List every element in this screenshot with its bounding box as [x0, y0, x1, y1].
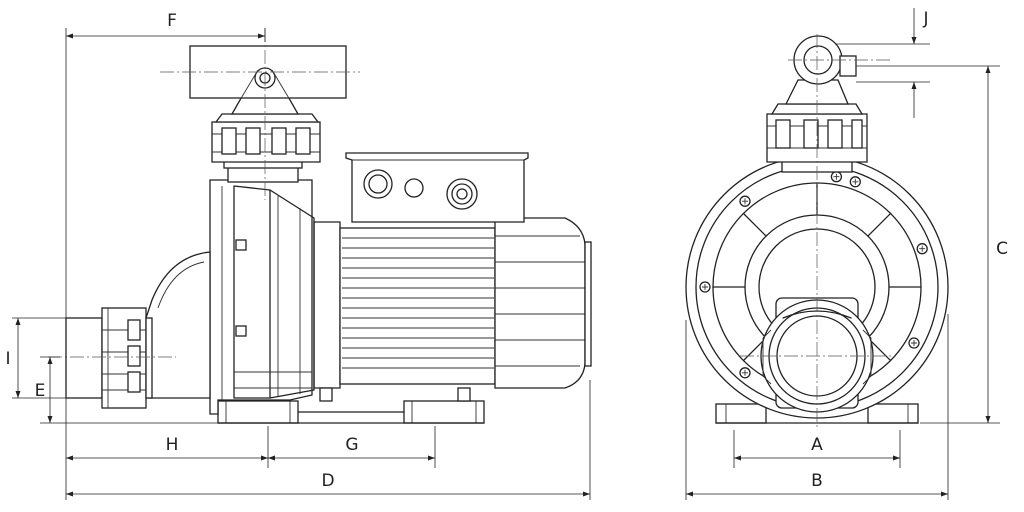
- front-base: [715, 403, 919, 424]
- label-D: D: [321, 471, 334, 491]
- dimensions: F H G D I E A B C J: [5, 8, 1008, 500]
- pump-housing: [145, 179, 315, 415]
- label-C: C: [996, 239, 1008, 259]
- label-A: A: [811, 435, 823, 455]
- label-H: H: [166, 435, 179, 455]
- terminal-box: [345, 152, 529, 223]
- side-view: [48, 28, 592, 424]
- label-I: I: [5, 349, 10, 369]
- base-feet: [217, 400, 485, 424]
- motor-body: [313, 217, 592, 402]
- discharge-union: [189, 45, 347, 183]
- label-J: J: [922, 9, 928, 29]
- label-F: F: [167, 11, 177, 31]
- label-B: B: [811, 471, 823, 491]
- label-E: E: [35, 381, 46, 401]
- label-G: G: [345, 435, 358, 455]
- suction-union: [65, 307, 153, 409]
- front-view: [685, 34, 949, 430]
